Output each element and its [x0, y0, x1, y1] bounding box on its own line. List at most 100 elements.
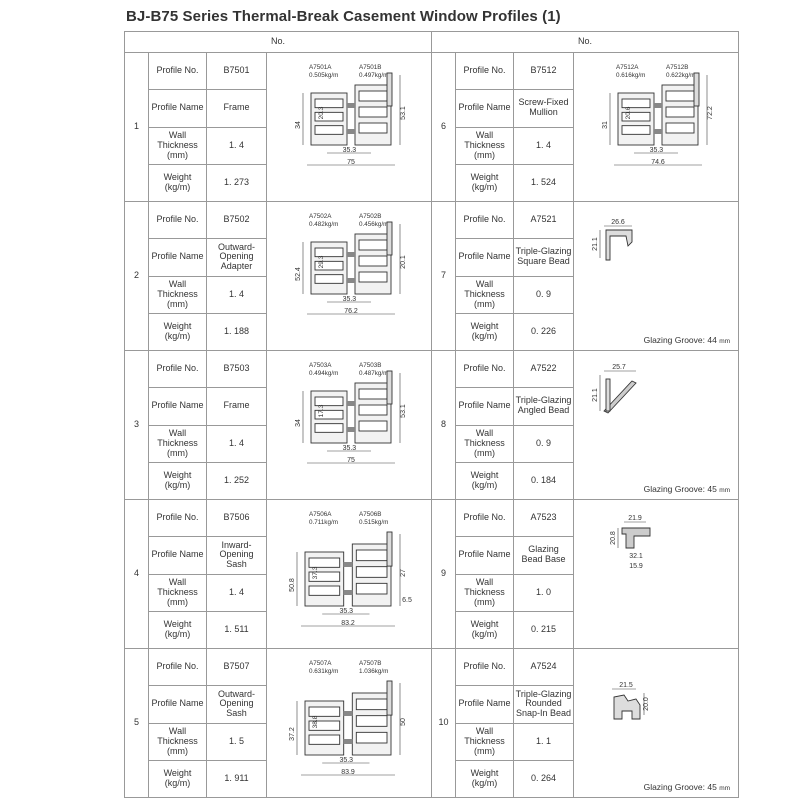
dimension-label: 50: [400, 718, 407, 726]
profile-no-value: B7507: [206, 647, 267, 687]
weight-value: 1. 273: [206, 163, 267, 203]
wall-thickness-value: 0. 9: [513, 424, 575, 463]
weight-value: 0. 226: [513, 312, 575, 352]
profile-name-value: Inward- Opening Sash: [206, 536, 267, 575]
profile-name-value: Screw-Fixed Mullion: [513, 89, 575, 128]
glazing-groove-value: Glazing Groove: 45: [643, 781, 717, 792]
profile-no-label: Profile No.: [455, 647, 515, 687]
dimension-label: 35.3: [339, 757, 353, 764]
profile-section-drawing: 25.7 21.1: [592, 364, 637, 414]
part-weight-label: 0.505kg/m: [309, 72, 338, 79]
part-weight-label: 0.616kg/m: [616, 72, 645, 79]
weight-value: 0. 264: [513, 759, 575, 799]
part-weight-label: 0.494kg/m: [309, 370, 338, 377]
profile-no-value: B7512: [513, 51, 575, 91]
part-weight-label: 0.456kg/m: [359, 221, 388, 228]
dimension-label: 21.1: [592, 388, 599, 402]
page-title: BJ-B75 Series Thermal-Break Casement Win…: [126, 8, 561, 25]
glazing-groove-unit: mm: [719, 337, 731, 345]
weight-label: Weight (kg/m): [148, 312, 207, 352]
dimension-label: 32.1: [629, 553, 643, 560]
right-row-number: 7: [431, 201, 457, 351]
profile-section-drawing: 21.9 20.8 32.1 15.9: [610, 515, 651, 570]
right-row-number: 10: [431, 648, 457, 798]
profile-name-label: Profile Name: [455, 238, 515, 277]
weight-label: Weight (kg/m): [148, 461, 207, 501]
dimension-label: 50.8: [289, 578, 296, 592]
dimension-label: 53.1: [400, 106, 407, 120]
part-weight-label: A7503A: [309, 362, 332, 369]
dimension-label: 38.8: [312, 715, 319, 728]
dimension-label: 21.9: [628, 515, 642, 522]
profile-name-label: Profile Name: [455, 685, 515, 724]
wall-thickness-label: Wall Thickness (mm): [148, 275, 207, 314]
bead-section: [621, 527, 651, 549]
dimension-label: 35.3: [650, 147, 664, 154]
weight-value: 1. 188: [206, 312, 267, 352]
profile-no-value: B7506: [206, 498, 267, 538]
profile-name-label: Profile Name: [455, 536, 515, 575]
weight-value: 0. 215: [513, 610, 575, 650]
part-weight-label: 0.622kg/m: [666, 72, 695, 79]
dimension-label: 31: [602, 121, 609, 129]
dimension-label: 17.3: [318, 404, 325, 417]
part-weight-label: A7501A: [309, 64, 332, 71]
dimension-label: 37.2: [289, 727, 296, 741]
dimension-label: 34: [295, 419, 302, 427]
glazing-groove-unit: mm: [719, 486, 731, 494]
glazing-groove-unit: mm: [719, 784, 731, 792]
dimension-label: 35.3: [343, 445, 357, 452]
part-weight-label: 1.036kg/m: [359, 668, 388, 675]
profile-name-value: Frame: [206, 89, 267, 128]
weight-value: 0. 184: [513, 461, 575, 501]
profile-no-value: A7524: [513, 647, 575, 687]
header-no-left: No.: [123, 31, 433, 53]
left-row-number: 1: [124, 52, 149, 202]
wall-thickness-label: Wall Thickness (mm): [148, 126, 207, 165]
profile-no-label: Profile No.: [148, 498, 207, 538]
weight-value: 1. 524: [513, 163, 575, 203]
right-profile-drawing: 21.9 20.8 32.1 15.9: [573, 499, 740, 649]
dimension-label: 20.6: [625, 106, 632, 119]
right-row-number: 6: [431, 52, 457, 202]
glazing-groove-label: Glazing Groove: 44 mm: [644, 335, 731, 345]
weight-value: 1. 252: [206, 461, 267, 501]
part-weight-label: A7507B: [359, 660, 381, 667]
wall-thickness-label: Wall Thickness (mm): [148, 424, 207, 463]
profile-no-value: B7503: [206, 349, 267, 389]
profile-section-drawing: 26.621.1: [592, 219, 633, 261]
dimension-label: 35.3: [343, 296, 357, 303]
part-weight-label: A7507A: [309, 660, 332, 667]
dimension-label: 26.6: [611, 219, 625, 226]
wall-thickness-value: 1. 4: [206, 424, 267, 463]
weight-label: Weight (kg/m): [148, 610, 207, 650]
dimension-label: 27: [400, 569, 407, 577]
profile-name-value: Triple-Glazing Rounded Snap-In Bead: [513, 685, 575, 724]
part-weight-label: A7503B: [359, 362, 381, 369]
dimension-label: 25.7: [612, 364, 626, 371]
profile-no-value: A7521: [513, 200, 575, 240]
profile-name-label: Profile Name: [148, 685, 207, 724]
header-no-right: No.: [431, 31, 740, 53]
dimension-label: 15.9: [629, 563, 643, 570]
wall-thickness-label: Wall Thickness (mm): [455, 722, 515, 761]
weight-value: 1. 911: [206, 759, 267, 799]
right-row-number: 8: [431, 350, 457, 500]
wall-thickness-value: 1. 4: [513, 126, 575, 165]
wall-thickness-value: 1. 1: [513, 722, 575, 761]
weight-label: Weight (kg/m): [148, 759, 207, 799]
part-weight-label: A7501B: [359, 64, 381, 71]
dimension-label: 20.8: [610, 531, 617, 545]
dimension-label: 76.2: [344, 308, 358, 315]
part-weight-label: A7506B: [359, 511, 381, 518]
wall-thickness-value: 1. 4: [206, 275, 267, 314]
profile-no-value: A7523: [513, 498, 575, 538]
